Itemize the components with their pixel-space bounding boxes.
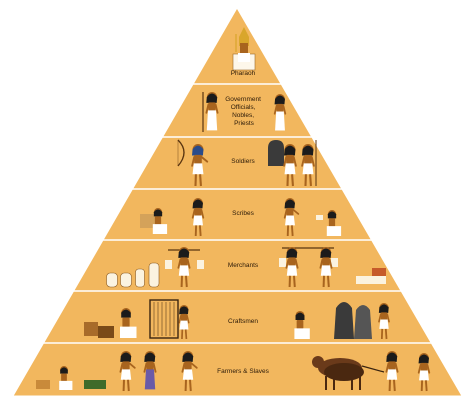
tier-label-scribes: Scribes: [232, 210, 254, 217]
pharaoh-on-throne: [232, 27, 256, 71]
jar-2: [120, 272, 132, 288]
goods-stack-1: [356, 276, 386, 284]
soldier-shield: [268, 140, 284, 166]
tier-figures: [36, 27, 431, 392]
merchant-with-yoke: [285, 247, 299, 288]
grain-field: [84, 380, 106, 389]
jar-4: [148, 262, 160, 288]
loom: [149, 299, 179, 339]
noble: [273, 94, 287, 131]
carpenter: [378, 303, 390, 340]
pyramid-body: [12, 7, 463, 397]
soldier-with-shield: [283, 144, 297, 187]
tier-dividers: [43, 83, 432, 344]
kneeling-scribe: [326, 210, 342, 236]
farmer: [119, 351, 136, 392]
woman: [143, 351, 157, 390]
jar-1: [106, 272, 118, 288]
basket: [36, 380, 50, 389]
archer: [191, 144, 209, 187]
potter: [120, 308, 137, 338]
farmer: [417, 353, 431, 392]
pottery: [98, 326, 114, 338]
merchant-with-yoke: [177, 247, 191, 288]
scroll: [316, 215, 323, 220]
seated-craftsman: [294, 311, 310, 339]
tier-label-farmers-slaves: Farmers & Slaves: [217, 368, 269, 375]
goods-stack-2: [372, 268, 386, 276]
merchant-with-yoke: [319, 247, 333, 288]
oxen-plough: [312, 356, 385, 390]
official-with-staff: [205, 92, 219, 131]
statue-2: [354, 305, 372, 339]
tier-label-officials: Government Officials, Nobles, Priests: [225, 96, 263, 127]
basket-carrier: [59, 366, 73, 390]
scribe: [191, 198, 205, 237]
tier-label-soldiers: Soldiers: [231, 158, 255, 165]
seated-scribe: [152, 208, 168, 234]
tier-label-merchants: Merchants: [228, 262, 259, 269]
spearman: [301, 144, 315, 187]
weaver: [178, 305, 190, 340]
archer-bow: [177, 139, 185, 167]
tier-label-craftsmen: Craftsmen: [228, 318, 258, 325]
scribe-with-scroll: [283, 198, 300, 237]
tier-label-pharaoh: Pharaoh: [231, 70, 256, 77]
pottery-wheel: [84, 322, 98, 336]
ploughman: [385, 351, 399, 392]
statue-1: [334, 302, 354, 339]
worker: [181, 351, 198, 392]
jar-3: [135, 268, 145, 288]
